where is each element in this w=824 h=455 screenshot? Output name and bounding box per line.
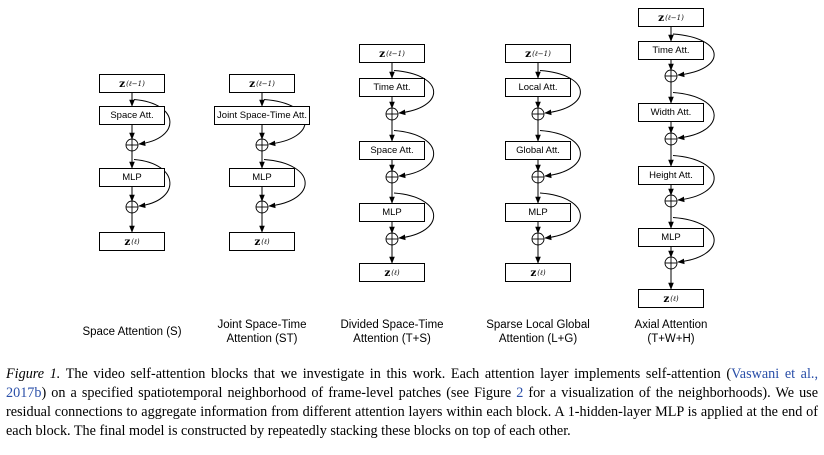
caption-text-1: The video self-attention blocks that we … [60,366,732,382]
z-symbol: z [119,77,126,90]
residual-add-icon [385,107,399,121]
caption-text-3: for a visualization of the neighborhoods… [6,385,819,439]
block-mlp: MLP [99,168,165,187]
residual-connection [263,159,306,209]
residual-add-icon [664,132,678,146]
caption-line: Joint Space-Time [217,319,307,331]
caption-text-2: ) on a specified spatiotemporal neighbor… [41,385,517,401]
z-symbol: z [124,235,131,248]
residual-connection [672,33,715,78]
block-global-att: Global Att. [505,141,571,160]
residual-connection [393,192,435,241]
residual-connection [133,159,171,209]
z-symbol: z [384,266,391,279]
z-superscript: (ℓ) [131,237,140,246]
input-z-box: z(ℓ−1) [229,74,295,93]
residual-connection [539,130,581,179]
residual-add-icon [664,256,678,270]
z-superscript: (ℓ−1) [126,79,145,88]
block-mlp: MLP [505,203,571,222]
residual-add-icon [125,200,139,214]
residual-add-icon [531,107,545,121]
block-mlp: MLP [359,203,425,222]
column-caption: Space Attention (S) [62,325,202,339]
caption-line: Sparse Local Global [486,319,590,331]
residual-add-icon [664,69,678,83]
z-superscript: (ℓ) [537,268,546,277]
output-z-box: z(ℓ) [505,263,571,282]
caption-line: Attention (T+S) [353,333,431,345]
z-symbol: z [525,47,532,60]
z-superscript: (ℓ) [670,294,679,303]
z-symbol: z [379,47,386,60]
output-z-box: z(ℓ) [229,232,295,251]
z-symbol: z [254,235,261,248]
input-z-box: z(ℓ−1) [505,44,571,63]
caption-line: Attention (ST) [226,333,298,345]
caption-line: Space Attention (S) [82,326,182,338]
block-joint-space-time-att: Joint Space-Time Att. [214,106,310,125]
caption-line: Attention (L+G) [498,333,578,345]
residual-connection [393,130,435,179]
block-mlp: MLP [229,168,295,187]
residual-add-icon [664,194,678,208]
residual-add-icon [385,232,399,246]
z-superscript: (ℓ) [261,237,270,246]
z-superscript: (ℓ−1) [386,49,405,58]
residual-add-icon [531,232,545,246]
input-z-box: z(ℓ−1) [359,44,425,63]
input-z-box: z(ℓ−1) [638,8,704,27]
block-height-att: Height Att. [638,166,704,185]
residual-add-icon [255,200,269,214]
residual-connection [393,70,435,116]
output-z-box: z(ℓ) [99,232,165,251]
residual-connection [133,99,171,147]
output-z-box: z(ℓ) [638,289,704,308]
z-symbol: z [530,266,537,279]
figure-caption: Figure 1. The video self-attention block… [6,365,818,441]
residual-connection [672,155,715,203]
block-mlp: MLP [638,228,704,247]
residual-connection [672,92,715,141]
output-z-box: z(ℓ) [359,263,425,282]
residual-add-icon [255,138,269,152]
citation-link-vaswani[interactable]: Vaswani et al., 2017b [6,366,819,401]
caption-line: Axial Attention [634,319,708,331]
block-space-att: Space Att. [99,106,165,125]
figure-2-link[interactable]: 2 [516,385,524,401]
residual-connection [539,192,581,241]
z-superscript: (ℓ−1) [665,13,684,22]
figure-label: Figure 1. [6,366,61,382]
z-symbol: z [249,77,256,90]
z-superscript: (ℓ−1) [256,79,275,88]
column-caption: Axial Attention (T+W+H) [601,318,741,346]
input-z-box: z(ℓ−1) [99,74,165,93]
residual-add-icon [531,170,545,184]
block-time-att: Time Att. [359,78,425,97]
residual-connection [539,70,581,116]
residual-add-icon [385,170,399,184]
residual-add-icon [125,138,139,152]
block-width-att: Width Att. [638,103,704,122]
caption-line: Divided Space-Time [340,319,444,331]
z-superscript: (ℓ) [391,268,400,277]
z-symbol: z [663,292,670,305]
z-symbol: z [658,11,665,24]
z-superscript: (ℓ−1) [532,49,551,58]
residual-connection [672,217,715,265]
block-space-att: Space Att. [359,141,425,160]
caption-line: (T+W+H) [647,333,695,345]
block-local-att: Local Att. [505,78,571,97]
block-time-att: Time Att. [638,41,704,60]
